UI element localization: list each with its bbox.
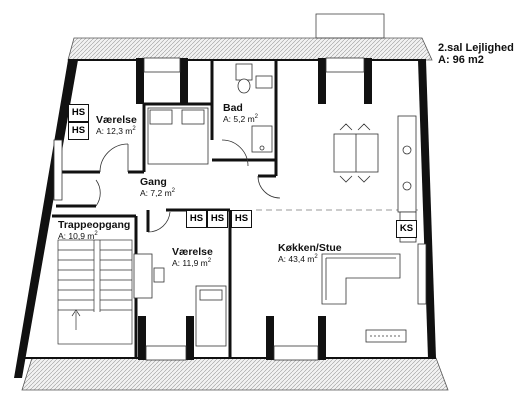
hs-box-vaerelse-1-a: HS xyxy=(68,104,89,122)
room-area: A: 11,9 m2 xyxy=(172,258,213,268)
hs-box-gang-b: HS xyxy=(207,210,228,228)
sofa xyxy=(321,253,401,305)
dormer-windows-bottom xyxy=(138,316,326,361)
plan-title-line1: 2.sal Lejlighed xyxy=(438,42,514,54)
room-name: Bad xyxy=(223,102,243,114)
dormer-windows-top xyxy=(136,57,372,104)
room-area: A: 5,2 m2 xyxy=(223,114,258,124)
room-name: Køkken/Stue xyxy=(278,242,342,254)
room-label-gang: Gang A: 7,2 m2 xyxy=(140,176,175,198)
room-label-vaerelse-2: Værelse A: 11,9 m2 xyxy=(172,246,213,268)
area-unit-sup: 2 xyxy=(207,258,212,265)
hs-box-gang-a: HS xyxy=(186,210,207,228)
staircase xyxy=(57,239,133,345)
area-unit-sup: 2 xyxy=(171,188,175,195)
area-unit-sup: 2 xyxy=(94,231,98,238)
area-unit-sup: 2 xyxy=(132,126,136,133)
room-area-value: A: 10,9 m xyxy=(58,231,95,241)
outer-walls xyxy=(14,59,436,378)
bathroom-fixtures xyxy=(235,63,273,153)
ks-box-kitchen: KS xyxy=(396,220,417,238)
room-name: Værelse xyxy=(96,114,137,126)
hs-box-gang-c: HS xyxy=(231,210,252,228)
room-area-value: A: 7,2 m xyxy=(140,188,172,198)
bed-top-room xyxy=(147,107,209,165)
room-label-trappeopgang: Trappeopgang A: 10,9 m2 xyxy=(58,219,130,241)
room-area-value: A: 12,3 m xyxy=(96,126,133,136)
left-window xyxy=(53,139,63,201)
room-area-value: A: 11,9 m xyxy=(172,258,208,268)
room-name: Værelse xyxy=(172,246,213,258)
area-unit-sup: 2 xyxy=(314,254,318,261)
door-swings xyxy=(95,139,281,233)
desk-room2 xyxy=(133,253,227,347)
room-name: Gang xyxy=(140,176,167,188)
room-label-kokken-stue: Køkken/Stue A: 43,4 m2 xyxy=(278,242,342,264)
area-unit-sup: 2 xyxy=(254,114,258,121)
media-unit xyxy=(365,329,407,343)
roof-edge-bottom xyxy=(21,357,449,391)
room-label-vaerelse-1: Værelse A: 12,3 m2 xyxy=(96,114,137,136)
room-area: A: 7,2 m2 xyxy=(140,188,175,198)
hs-box-vaerelse-1-b: HS xyxy=(68,122,89,140)
room-label-bad: Bad A: 5,2 m2 xyxy=(223,102,258,124)
room-area: A: 43,4 m2 xyxy=(278,254,342,264)
roof-edge-top xyxy=(67,13,433,61)
plan-title: 2.sal Lejlighed A: 96 m2 xyxy=(438,42,514,66)
room-area: A: 10,9 m2 xyxy=(58,231,130,241)
room-area-value: A: 43,4 m xyxy=(278,254,315,264)
right-window xyxy=(417,243,427,305)
room-name: Trappeopgang xyxy=(58,219,131,231)
room-area: A: 12,3 m2 xyxy=(96,126,137,136)
dining-table xyxy=(333,123,379,183)
room-area-value: A: 5,2 m xyxy=(223,114,255,124)
plan-title-line2: A: 96 m2 xyxy=(438,54,484,66)
